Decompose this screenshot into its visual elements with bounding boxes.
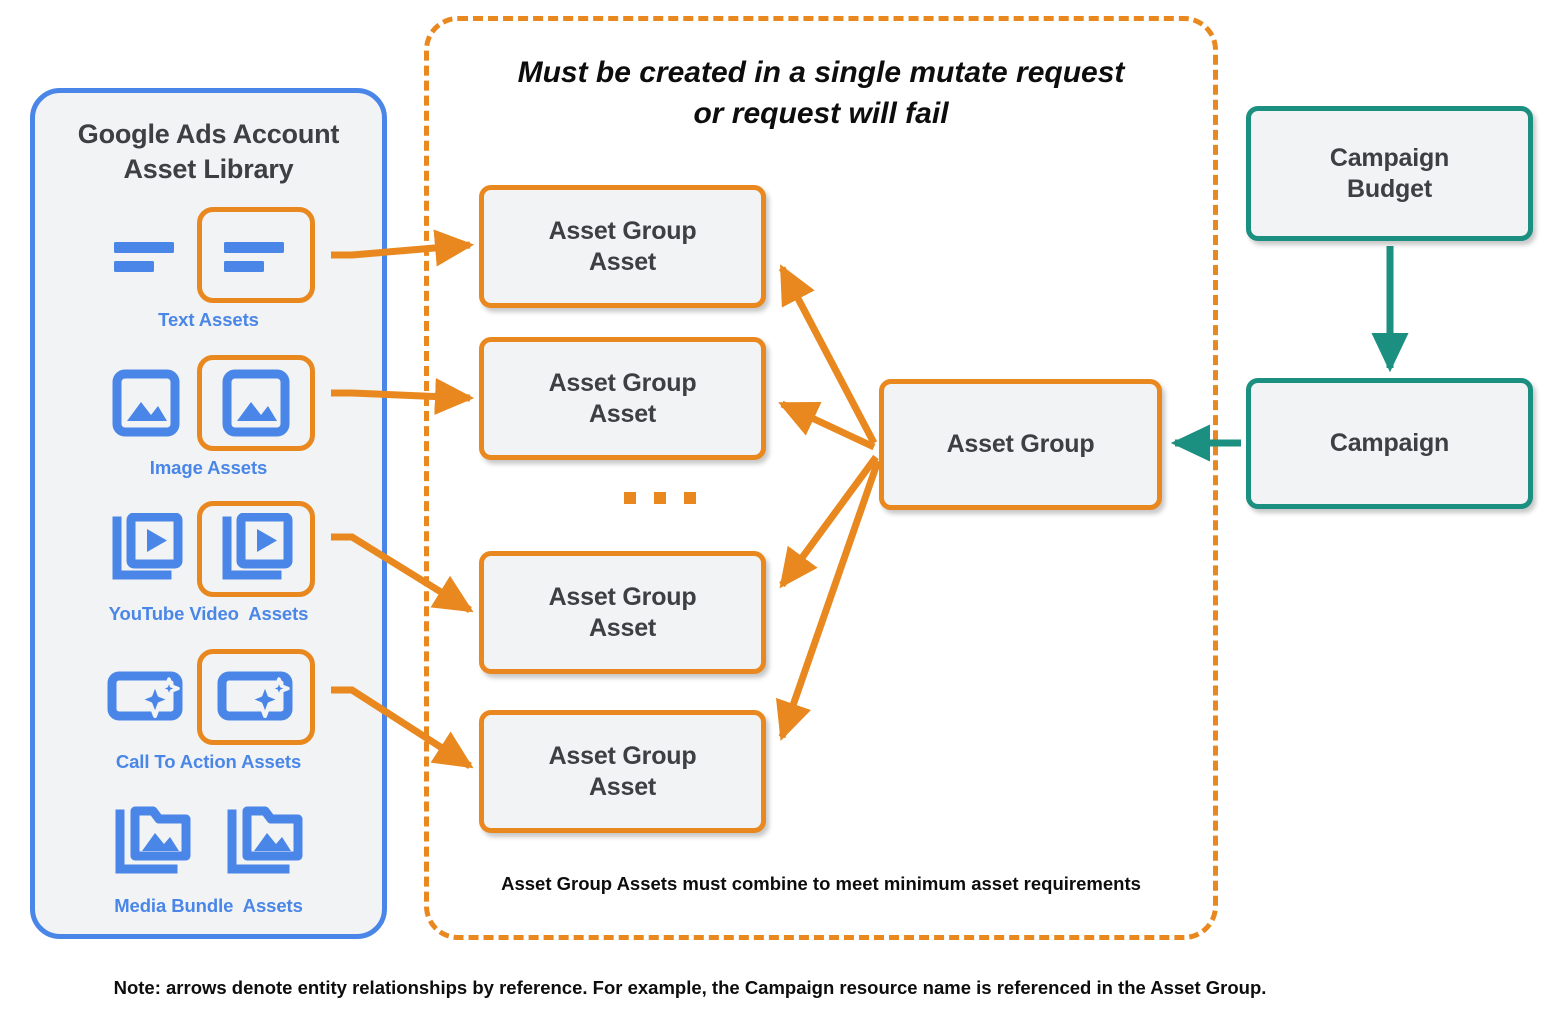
asset-group-asset-1-line-2: Asset <box>588 247 657 276</box>
asset-group-asset-1-line-1: Asset Group <box>548 217 697 245</box>
asset-row-label-image: Image Assets <box>149 457 268 478</box>
mutate-title-line-2: or request will fail <box>693 97 949 131</box>
asset-row-label-video: YouTube Video Assets <box>108 603 309 624</box>
ellipsis-dot <box>684 492 696 504</box>
asset-row-cta[interactable]: Call To Action Assets <box>35 649 382 773</box>
video-stack-icon <box>103 506 189 592</box>
asset-row-media-bundle[interactable]: Media Bundle Assets <box>35 793 382 917</box>
asset-group-asset-node-1[interactable]: Asset Group Asset <box>479 185 766 308</box>
asset-row-label-cta: Call To Action Assets <box>115 751 302 772</box>
asset-group-asset-3-line-1: Asset Group <box>548 583 697 611</box>
video-assets-highlight-box[interactable] <box>196 501 315 597</box>
asset-library-panel: Google Ads Account Asset Library <box>30 88 387 939</box>
asset-group-asset-ellipsis <box>624 492 696 504</box>
asset-group-asset-4-line-1: Asset Group <box>548 742 697 770</box>
campaign-label: Campaign <box>1329 429 1450 458</box>
campaign-budget-line-2: Budget <box>1347 174 1432 203</box>
campaign-node[interactable]: Campaign <box>1246 378 1533 509</box>
asset-row-label-media-bundle: Media Bundle Assets <box>114 895 303 916</box>
asset-library-title-line-2: Asset Library <box>123 153 294 184</box>
campaign-budget-node[interactable]: Campaign Budget <box>1246 106 1533 241</box>
media-bundle-icon <box>222 798 308 884</box>
diagram-footnote: Note: arrows denote entity relationships… <box>113 977 1267 998</box>
asset-row-image[interactable]: Image Assets <box>35 355 382 479</box>
mutate-title-line-1: Must be created in a single mutate reque… <box>517 56 1125 89</box>
text-lines-icon <box>223 242 284 272</box>
asset-library-title-line-1: Google Ads Account <box>77 119 340 149</box>
asset-library-title: Google Ads Account Asset Library <box>35 117 382 186</box>
call-to-action-icon <box>217 671 292 721</box>
asset-group-node[interactable]: Asset Group <box>879 379 1162 510</box>
asset-row-video[interactable]: YouTube Video Assets <box>35 501 382 625</box>
text-assets-highlight-box[interactable] <box>196 207 315 303</box>
asset-row-label-text: Text Assets <box>158 309 259 330</box>
asset-group-asset-node-2[interactable]: Asset Group Asset <box>479 337 766 460</box>
campaign-budget-line-1: Campaign <box>1329 144 1450 172</box>
mutate-container-footnote: Asset Group Assets must combine to meet … <box>501 873 1141 894</box>
asset-group-label: Asset Group <box>946 430 1095 459</box>
ellipsis-dot <box>624 492 636 504</box>
image-icon <box>103 360 189 446</box>
asset-group-asset-node-3[interactable]: Asset Group Asset <box>479 551 766 674</box>
text-lines-icon <box>103 212 189 298</box>
asset-group-asset-node-4[interactable]: Asset Group Asset <box>479 710 766 833</box>
asset-group-asset-2-line-2: Asset <box>588 399 657 428</box>
ellipsis-dot <box>654 492 666 504</box>
video-stack-icon <box>222 513 292 580</box>
image-assets-highlight-box[interactable] <box>196 355 315 451</box>
asset-group-asset-3-line-2: Asset <box>588 613 657 642</box>
cta-assets-highlight-box[interactable] <box>196 649 315 745</box>
mutate-container-title: Must be created in a single mutate reque… <box>424 52 1218 135</box>
mutate-request-container <box>424 16 1218 940</box>
image-icon <box>222 369 289 437</box>
asset-row-text[interactable]: Text Assets <box>35 207 382 331</box>
call-to-action-icon <box>103 654 189 740</box>
asset-group-asset-4-line-2: Asset <box>588 772 657 801</box>
media-bundle-icon <box>110 798 196 884</box>
asset-group-asset-2-line-1: Asset Group <box>548 369 697 397</box>
